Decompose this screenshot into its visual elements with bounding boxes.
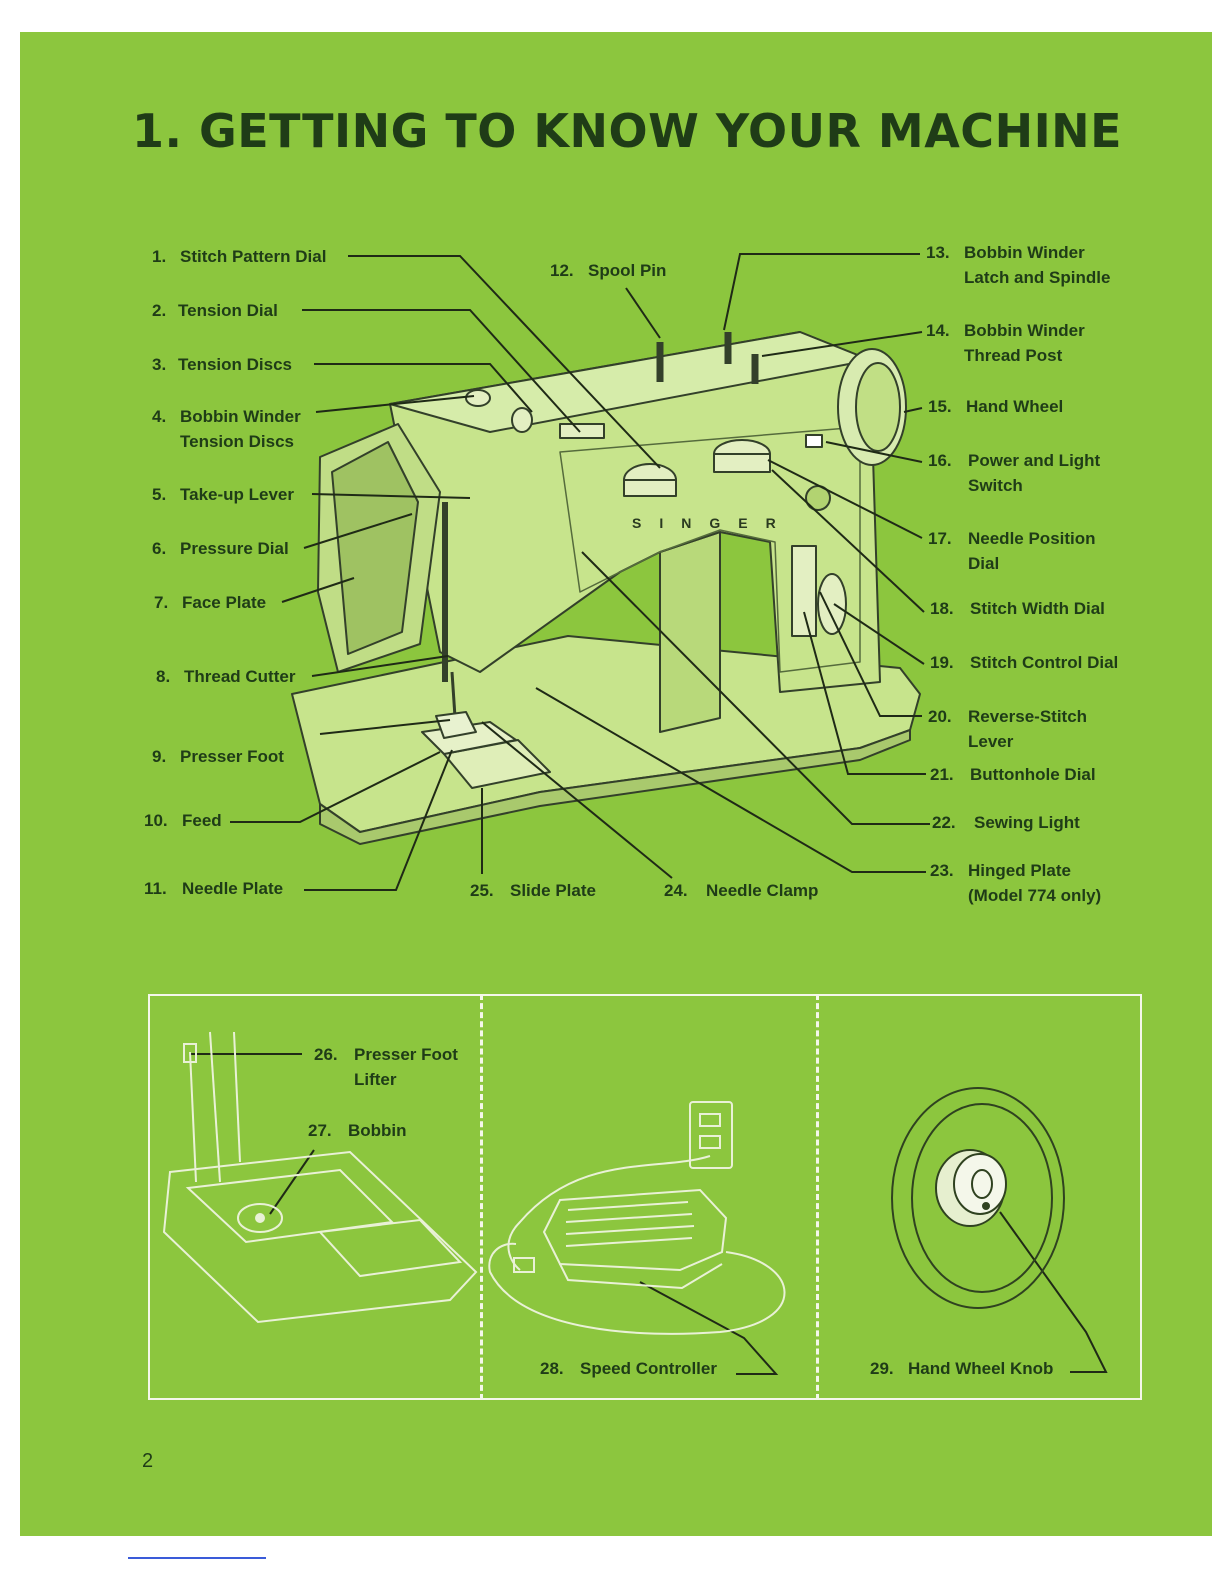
- leader-line-8: [311, 655, 449, 677]
- brand-logo-text: SINGER: [632, 515, 794, 531]
- leader-line-7: [281, 577, 355, 603]
- leader-line-19: [833, 603, 925, 665]
- label-1: 1.Stitch Pattern Dial: [152, 247, 327, 266]
- label-23: 23.Hinged Plate (Model 774 only): [930, 861, 1102, 905]
- leader-lines: [190, 253, 1108, 1375]
- manual-page: 1. GETTING TO KNOW YOUR MACHINE: [20, 32, 1212, 1536]
- label-8: 8.Thread Cutter: [156, 667, 296, 686]
- leader-line-28: [639, 1281, 779, 1375]
- label-14: 14.Bobbin Winder Thread Post: [926, 321, 1085, 365]
- leader-line-29: [999, 1211, 1108, 1373]
- leader-line-17: [767, 459, 923, 539]
- page-number: 2: [142, 1450, 154, 1472]
- inset-divider-2: [816, 994, 819, 1400]
- leader-line-6: [303, 513, 413, 549]
- machine-diagram: SINGER: [162, 253, 1108, 1375]
- link-underline[interactable]: [128, 1557, 266, 1559]
- label-26: 26.Presser Foot Lifter: [314, 1045, 458, 1089]
- leader-line-11: [304, 749, 453, 891]
- inset-speed-controller-illustration: [488, 1101, 786, 1335]
- label-2: 2.Tension Dial: [152, 301, 278, 320]
- label-12: 12.Spool Pin: [550, 261, 667, 280]
- leader-line-14: [761, 331, 923, 357]
- leader-line-3: [314, 363, 533, 413]
- label-18: 18.Stitch Width Dial: [930, 599, 1105, 618]
- label-11: 11.Needle Plate: [144, 879, 284, 898]
- label-20: 20.Reverse-Stitch Lever: [928, 707, 1088, 751]
- leader-line-22: [581, 551, 930, 825]
- label-5: 5.Take-up Lever: [152, 485, 295, 504]
- leader-line-1: [348, 255, 661, 469]
- label-25: 25.Slide Plate: [470, 881, 596, 900]
- leader-line-16: [825, 441, 923, 463]
- label-4: 4.Bobbin Winder Tension Discs: [152, 407, 301, 451]
- label-19: 19.Stitch Control Dial: [930, 653, 1119, 672]
- label-9: 9.Presser Foot: [152, 747, 284, 766]
- sewing-machine-illustration: [291, 331, 921, 845]
- leader-line-13: [723, 253, 920, 331]
- label-22: 22.Sewing Light: [932, 813, 1080, 832]
- inset-divider-1: [480, 994, 483, 1400]
- label-3: 3.Tension Discs: [152, 355, 292, 374]
- leader-line-5: [311, 493, 471, 499]
- leader-line-10: [230, 751, 441, 823]
- label-6: 6.Pressure Dial: [152, 539, 289, 558]
- label-27: 27.Bobbin: [308, 1121, 407, 1140]
- label-10: 10.Feed: [144, 811, 222, 830]
- label-29: 29.Hand Wheel Knob: [870, 1359, 1054, 1378]
- leader-line-12: [625, 287, 661, 339]
- leader-line-23: [535, 687, 926, 873]
- leader-line-24: [481, 721, 673, 879]
- label-24: 24.Needle Clamp: [664, 881, 819, 900]
- inset-bobbin-illustration: [162, 1031, 478, 1324]
- leader-line-4: [315, 395, 475, 413]
- label-7: 7.Face Plate: [154, 593, 267, 612]
- label-17: 17.Needle Position Dial: [928, 529, 1096, 573]
- label-13: 13.Bobbin Winder Latch and Spindle: [926, 243, 1111, 287]
- page-title: 1. GETTING TO KNOW YOUR MACHINE: [132, 104, 1123, 158]
- label-28: 28.Speed Controller: [540, 1359, 717, 1378]
- leader-line-18: [771, 469, 925, 613]
- inset-hand-wheel-knob-illustration: [891, 1087, 1065, 1309]
- leader-line-15: [903, 407, 923, 413]
- label-21: 21.Buttonhole Dial: [930, 765, 1096, 784]
- accessories-inset-frame: [148, 994, 1142, 1400]
- leader-line-9: [319, 719, 451, 735]
- label-15: 15.Hand Wheel: [928, 397, 1064, 416]
- leader-line-21: [803, 611, 926, 775]
- leader-line-2: [302, 309, 581, 433]
- label-16: 16.Power and Light Switch: [928, 451, 1101, 495]
- leader-line-20: [819, 591, 922, 717]
- leader-line-27: [269, 1149, 315, 1215]
